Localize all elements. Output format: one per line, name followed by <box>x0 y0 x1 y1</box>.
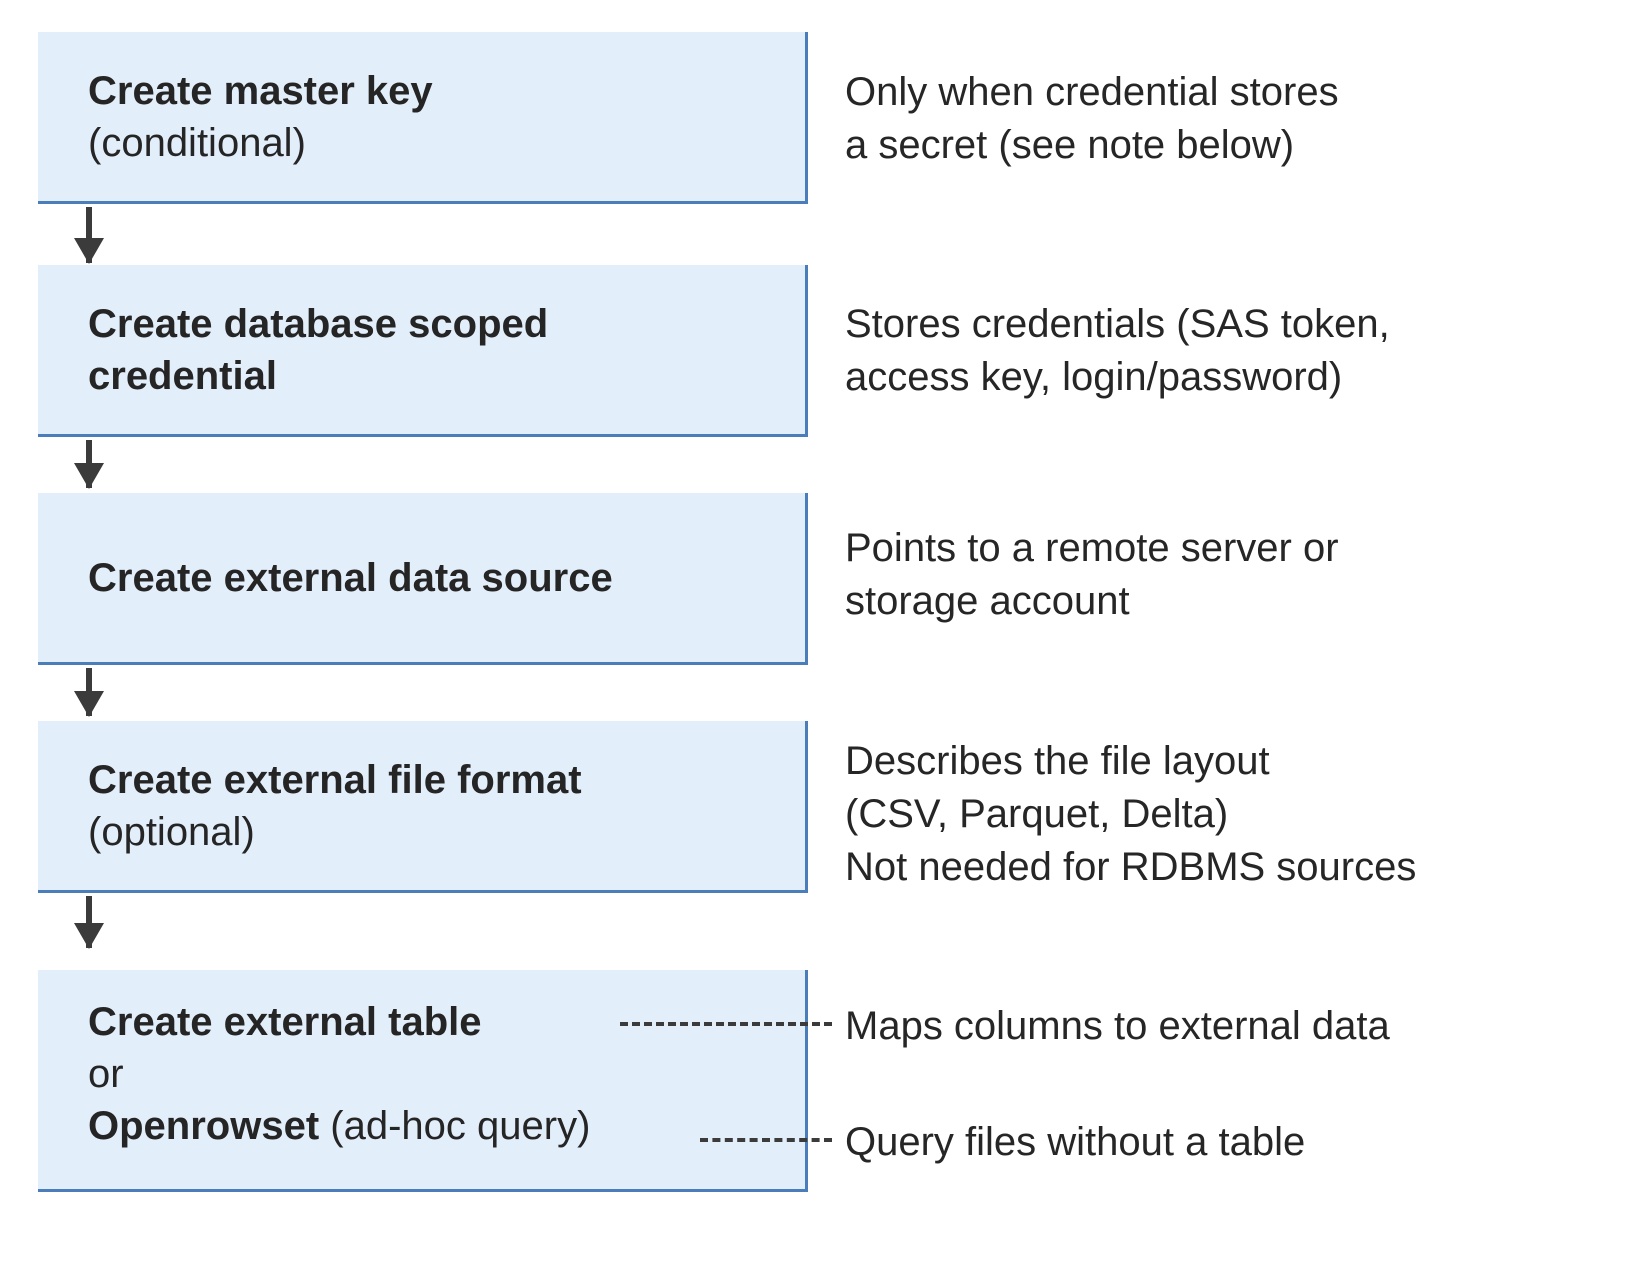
description-create-master-key: Only when credential stores a secret (se… <box>845 66 1339 172</box>
node-title-line-1: Create database scoped <box>88 301 549 346</box>
description-create-external-file-format: Describes the file layout (CSV, Parquet,… <box>845 735 1416 893</box>
node-title: Create external file format <box>88 757 582 802</box>
node-subtitle: (conditional) <box>88 120 306 165</box>
node-alt-title-bold: Openrowset <box>88 1104 320 1148</box>
node-create-external-table-or-openrowset[interactable]: Create external table or Openrowset (ad-… <box>38 970 808 1192</box>
arrow-3-to-4 <box>86 668 92 716</box>
arrow-2-to-3 <box>86 440 92 488</box>
description-line: Stores credentials (SAS token, <box>845 302 1390 346</box>
node-create-master-key[interactable]: Create master key (conditional) <box>38 32 808 204</box>
description-create-external-table: Maps columns to external data <box>845 1000 1390 1053</box>
node-title: Create external data source <box>88 555 613 600</box>
dashed-connector-openrowset <box>700 1138 832 1142</box>
node-or-label: or <box>88 1052 124 1096</box>
node-create-database-scoped-credential[interactable]: Create database scoped credential <box>38 265 808 437</box>
description-line: (CSV, Parquet, Delta) <box>845 791 1229 836</box>
node-alt-title-rest: (ad-hoc query) <box>319 1104 591 1148</box>
arrow-1-to-2 <box>86 207 92 263</box>
description-line: storage account <box>845 578 1130 623</box>
description-line: Only when credential stores <box>845 70 1339 114</box>
arrow-4-to-5 <box>86 896 92 948</box>
node-title: Create master key <box>88 68 433 113</box>
node-subtitle: (optional) <box>88 809 255 854</box>
node-title: Create external table <box>88 1000 482 1044</box>
dashed-connector-external-table <box>620 1022 832 1026</box>
description-line: Describes the file layout <box>845 739 1270 783</box>
description-openrowset: Query files without a table <box>845 1116 1305 1169</box>
node-create-external-data-source[interactable]: Create external data source <box>38 493 808 665</box>
description-line: Points to a remote server or <box>845 526 1339 570</box>
description-line: Maps columns to external data <box>845 1004 1390 1048</box>
description-create-database-scoped-credential: Stores credentials (SAS token, access ke… <box>845 298 1390 404</box>
node-create-external-file-format[interactable]: Create external file format (optional) <box>38 721 808 893</box>
description-create-external-data-source: Points to a remote server or storage acc… <box>845 522 1339 628</box>
description-line: access key, login/password) <box>845 354 1343 399</box>
node-alt-title: Openrowset (ad-hoc query) <box>88 1100 805 1152</box>
node-title-line-2: credential <box>88 353 277 398</box>
description-line: Not needed for RDBMS sources <box>845 844 1417 889</box>
description-line: a secret (see note below) <box>845 122 1295 167</box>
description-line: Query files without a table <box>845 1120 1306 1164</box>
